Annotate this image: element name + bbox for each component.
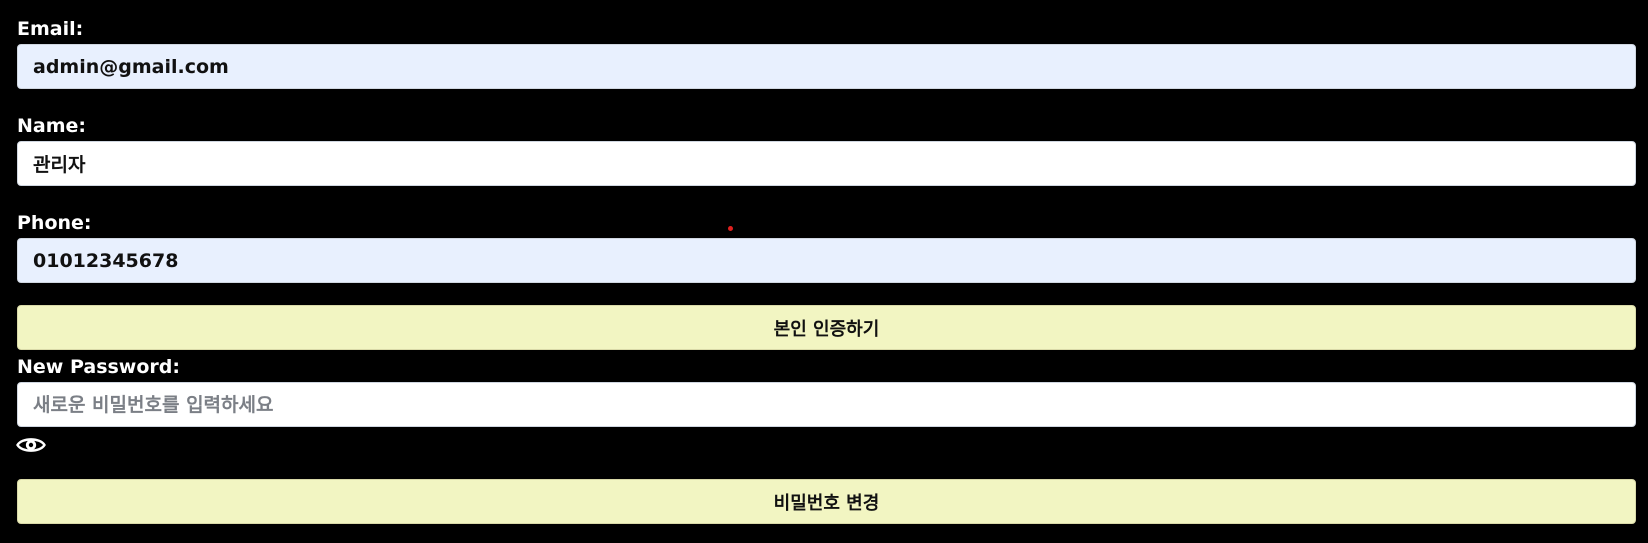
phone-label: Phone: <box>17 212 92 234</box>
new-password-label: New Password: <box>17 356 180 378</box>
name-field[interactable] <box>17 141 1636 186</box>
verify-identity-button[interactable]: 본인 인증하기 <box>17 305 1636 350</box>
new-password-field[interactable] <box>17 382 1636 427</box>
change-password-button[interactable]: 비밀번호 변경 <box>17 479 1636 524</box>
eye-icon[interactable] <box>16 434 46 456</box>
email-label: Email: <box>17 18 84 40</box>
phone-field[interactable] <box>17 238 1636 283</box>
name-label: Name: <box>17 115 87 137</box>
eye-icon-graphic <box>16 438 46 452</box>
cursor-dot <box>728 226 733 231</box>
email-field[interactable] <box>17 44 1636 89</box>
